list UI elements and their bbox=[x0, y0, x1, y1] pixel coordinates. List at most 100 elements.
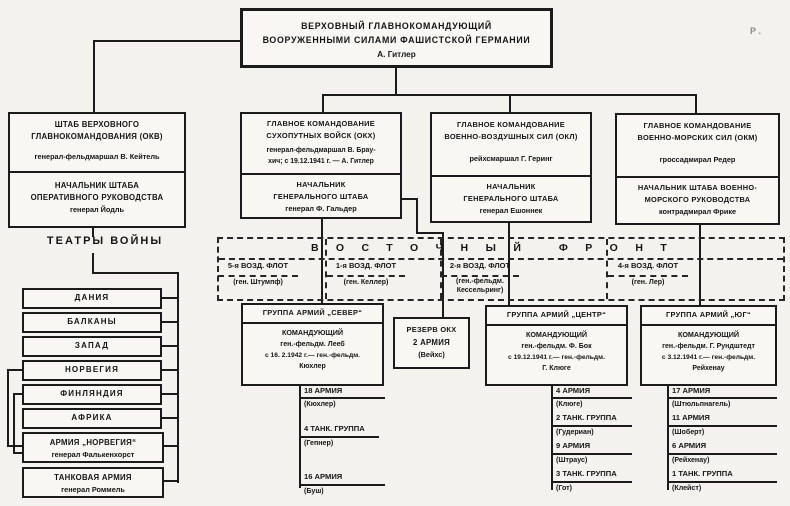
units-trunk-line bbox=[667, 386, 669, 490]
tank-army-name: ТАНКОВАЯ АРМИЯ bbox=[54, 473, 132, 482]
supreme-commander-box: ВЕРХОВНЫЙ ГЛАВНОКОМАНДУЮЩИЙ ВООРУЖЕННЫМИ… bbox=[240, 8, 553, 68]
unit-underline bbox=[299, 397, 385, 399]
army-group-title: ГРУППА АРМИЙ „СЕВЕР“ bbox=[243, 305, 382, 324]
supreme-line2: ВООРУЖЕННЫМИ СИЛАМИ ФАШИСТСКОЙ ГЕРМАНИИ bbox=[262, 35, 531, 45]
connector-line bbox=[509, 94, 511, 112]
unit-name: 16 АРМИЯ bbox=[304, 472, 343, 481]
connector-line bbox=[395, 68, 397, 96]
army-group-north-box: ГРУППА АРМИЙ „СЕВЕР“ КОМАНДУЮЩИЙ ген.-фе… bbox=[241, 303, 384, 386]
unit-chief: (Кюхлер) bbox=[304, 400, 336, 408]
unit-chief: (Штраус) bbox=[556, 456, 588, 464]
eastern-front-zone bbox=[217, 237, 785, 301]
unit-underline bbox=[551, 481, 632, 483]
okl-box: ГЛАВНОЕ КОМАНДОВАНИЕ ВОЕННО-ВОЗДУШНЫХ СИ… bbox=[430, 112, 592, 223]
fleet-underline bbox=[441, 275, 519, 277]
okm-staff-title: МОРСКОГО РУКОВОДСТВА bbox=[644, 195, 751, 204]
okl-title: ВОЕННО-ВОЗДУШНЫХ СИЛ (ОКЛ) bbox=[444, 132, 578, 141]
connector-line bbox=[162, 321, 178, 323]
air-fleet-name: 4-я ВОЗД. ФЛОТ bbox=[617, 261, 679, 270]
connector-line bbox=[162, 417, 178, 419]
unit-name: 6 АРМИЯ bbox=[672, 441, 707, 450]
commander-label: КОМАНДУЮЩИЙ bbox=[677, 330, 740, 339]
air-fleet-name: 2-я ВОЗД. ФЛОТ bbox=[449, 261, 511, 270]
okw-title: ГЛАВНОКОМАНДОВАНИЯ (ОКВ) bbox=[31, 132, 163, 141]
unit-underline bbox=[667, 425, 777, 427]
commander-name: Кюхлер bbox=[299, 363, 326, 370]
unit-underline bbox=[551, 425, 632, 427]
unit-chief: (Гепнер) bbox=[304, 439, 334, 447]
fleet-underline bbox=[327, 275, 405, 277]
okw-staff-chief: генерал Йодль bbox=[69, 205, 125, 214]
army-group-title: ГРУППА АРМИЙ „ЦЕНТР“ bbox=[487, 307, 626, 326]
fleet-underline bbox=[218, 275, 298, 277]
dashed-line bbox=[606, 239, 608, 299]
tank-army-box: ТАНКОВАЯ АРМИЯ генерал Роммель bbox=[22, 467, 164, 498]
unit-underline bbox=[551, 453, 632, 455]
okw-staff-title: ОПЕРАТИВНОГО РУКОВОДСТВА bbox=[30, 193, 164, 202]
connector-line bbox=[7, 369, 22, 371]
okh-box: ГЛАВНОЕ КОМАНДОВАНИЕ СУХОПУТНЫХ ВОЙСК (О… bbox=[240, 112, 402, 219]
army-group-center-box: ГРУППА АРМИЙ „ЦЕНТР“ КОМАНДУЮЩИЙ ген.-фе… bbox=[485, 305, 628, 386]
theaters-trunk-line bbox=[177, 272, 179, 483]
theater-item: ЗАПАД bbox=[22, 336, 162, 357]
connector-line bbox=[402, 198, 418, 200]
unit-name: 2 ТАНК. ГРУППА bbox=[556, 413, 617, 422]
army-group-south-box: ГРУППА АРМИЙ „ЮГ“ КОМАНДУЮЩИЙ ген.-фельд… bbox=[640, 305, 777, 386]
connector-line bbox=[508, 223, 510, 305]
okm-staff-chief: контрадмирал Фрике bbox=[658, 207, 737, 216]
air-fleet-chief: (ген.-фельдм. bbox=[456, 278, 504, 285]
okl-chief: рейхсмаршал Г. Геринг bbox=[469, 154, 553, 163]
okl-title: ГЛАВНОЕ КОМАНДОВАНИЕ bbox=[457, 120, 565, 129]
dashed-line bbox=[325, 239, 327, 299]
connector-line bbox=[13, 393, 15, 454]
reserve-title: РЕЗЕРВ ОКХ bbox=[406, 325, 457, 334]
connector-line bbox=[321, 219, 323, 303]
scan-artifact: Р . bbox=[750, 26, 762, 36]
okh-title: СУХОПУТНЫХ ВОЙСК (ОКХ) bbox=[266, 131, 376, 140]
connector-line bbox=[416, 232, 444, 234]
okm-box: ГЛАВНОЕ КОМАНДОВАНИЕ ВОЕННО-МОРСКИХ СИЛ … bbox=[615, 113, 780, 225]
commander-change: с 16. 2.1942 г.— ген.-фельдм. bbox=[264, 352, 361, 359]
okm-title: ГЛАВНОЕ КОМАНДОВАНИЕ bbox=[643, 121, 752, 130]
supreme-line1: ВЕРХОВНЫЙ ГЛАВНОКОМАНДУЮЩИЙ bbox=[301, 21, 492, 31]
connector-line bbox=[13, 393, 22, 395]
unit-underline bbox=[667, 453, 777, 455]
dashed-line bbox=[440, 239, 442, 299]
unit-name: 4 ТАНК. ГРУППА bbox=[304, 424, 365, 433]
unit-name: 18 АРМИЯ bbox=[304, 386, 343, 395]
commander-name: ген.-фельдм. Г. Рундштедт bbox=[662, 343, 755, 350]
reserve-chief: (Вейхс) bbox=[418, 350, 445, 359]
unit-chief: (Гот) bbox=[556, 484, 573, 492]
tank-army-chief: генерал Роммель bbox=[61, 485, 125, 494]
theater-item: АФРИКА bbox=[22, 408, 162, 429]
unit-name: 9 АРМИЯ bbox=[556, 441, 591, 450]
theater-item: БАЛКАНЫ bbox=[22, 312, 162, 333]
connector-line bbox=[416, 198, 418, 234]
unit-chief: (Шоберт) bbox=[672, 428, 705, 436]
okm-title: ВОЕННО-МОРСКИХ СИЛ (ОКМ) bbox=[637, 133, 758, 142]
reserve-army: 2 АРМИЯ bbox=[412, 338, 451, 347]
air-fleet-chief: (ген. Лер) bbox=[631, 279, 665, 286]
commander-label: КОМАНДУЮЩИЙ bbox=[281, 328, 344, 337]
army-norway-chief: генерал Фалькенхорст bbox=[51, 450, 135, 459]
okw-title: ШТАБ ВЕРХОВНОГО bbox=[54, 120, 140, 129]
army-norway-box: АРМИЯ „НОРВЕГИЯ“ генерал Фалькенхорст bbox=[22, 432, 164, 463]
army-norway-name: АРМИЯ „НОРВЕГИЯ“ bbox=[49, 438, 137, 447]
unit-name: 11 АРМИЯ bbox=[672, 413, 710, 422]
theaters-heading: ТЕАТРЫ ВОЙНЫ bbox=[46, 235, 164, 247]
unit-underline bbox=[667, 481, 777, 483]
unit-name: 3 ТАНК. ГРУППА bbox=[556, 469, 617, 478]
commander-label: КОМАНДУЮЩИЙ bbox=[525, 330, 588, 339]
theater-item: ФИНЛЯНДИЯ bbox=[22, 384, 162, 405]
unit-underline bbox=[551, 397, 632, 399]
theater-item: ДАНИЯ bbox=[22, 288, 162, 309]
commander-name: ген.-фельдм. Ф. Бок bbox=[521, 343, 592, 350]
connector-line bbox=[442, 232, 444, 317]
unit-chief: (Клейст) bbox=[672, 484, 702, 492]
unit-chief: (Штюльпнагель) bbox=[672, 400, 731, 408]
commander-name: Рейхенау bbox=[692, 365, 725, 372]
connector-line bbox=[92, 228, 94, 237]
unit-underline bbox=[299, 484, 385, 486]
unit-chief: (Гудериан) bbox=[556, 428, 594, 436]
commander-name: ген.-фельдм. Лееб bbox=[280, 341, 345, 348]
